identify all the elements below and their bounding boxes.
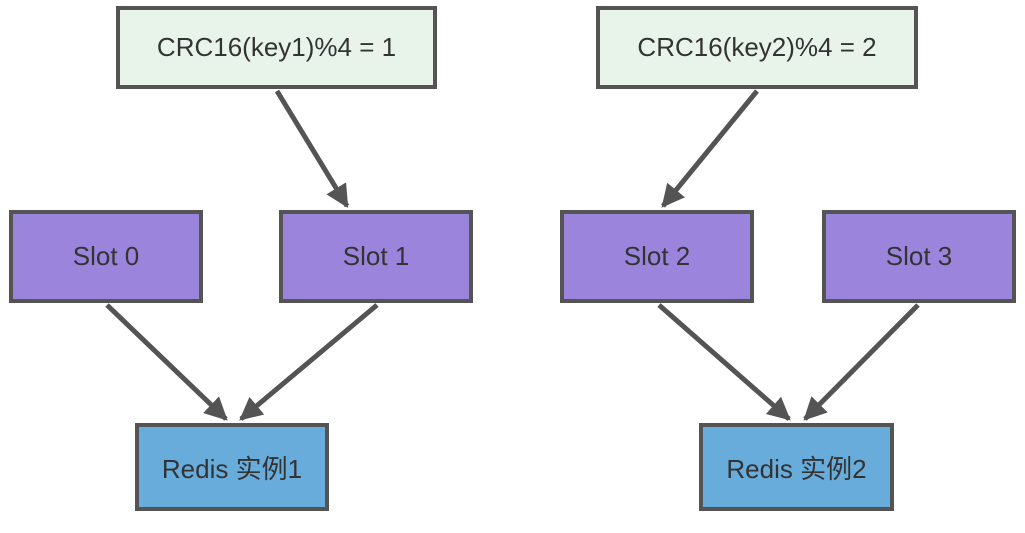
- edge-slot1-to-redis1: [239, 303, 379, 421]
- node-crc-key1: CRC16(key1)%4 = 1: [116, 6, 437, 89]
- edge-slot0-to-redis1: [105, 303, 228, 421]
- edge-slot2-to-redis2: [657, 303, 791, 421]
- node-crc-key2: CRC16(key2)%4 = 2: [596, 6, 918, 89]
- node-slot-3: Slot 3: [822, 210, 1016, 303]
- node-slot-3-label: Slot 3: [885, 241, 953, 271]
- node-slot-0: Slot 0: [9, 210, 203, 303]
- node-crc-key1-label: CRC16(key1)%4 = 1: [156, 32, 397, 62]
- node-redis-instance-2: Redis 实例2: [699, 423, 894, 511]
- node-redis-instance-2-label: Redis 实例2: [726, 453, 867, 484]
- node-redis-instance-1-label: Redis 实例1: [161, 453, 303, 484]
- node-redis-instance-1: Redis 实例1: [135, 423, 329, 511]
- node-slot-2-label: Slot 2: [623, 241, 691, 271]
- edge-crckey1-to-slot1: [274, 89, 350, 208]
- node-slot-0-label: Slot 0: [72, 241, 140, 271]
- node-slot-1: Slot 1: [279, 210, 473, 303]
- node-crc-key2-label: CRC16(key2)%4 = 2: [637, 32, 877, 62]
- node-slot-2: Slot 2: [560, 210, 754, 303]
- edge-slot3-to-redis2: [803, 303, 920, 421]
- edge-crckey2-to-slot2: [661, 89, 759, 208]
- node-slot-1-label: Slot 1: [342, 241, 410, 271]
